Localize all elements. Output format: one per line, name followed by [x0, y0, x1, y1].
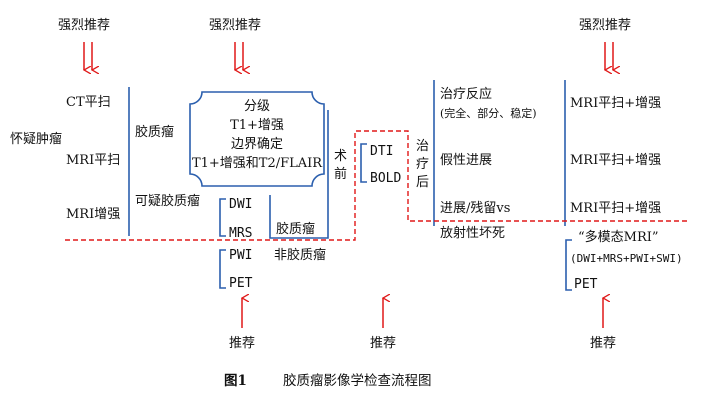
response-detail-label: (完全、部分、稳定) [440, 106, 537, 120]
dwi-label: DWI [229, 197, 252, 212]
strongly-recommended-label-1: 强烈推荐 [58, 18, 110, 33]
box-t1-enhanced: T1+增强 [230, 118, 284, 133]
mri-plain-label: MRI平扫 [66, 153, 120, 168]
radiation-necrosis-label: 放射性坏死 [440, 225, 505, 241]
strongly-recommended-label-2: 强烈推荐 [209, 18, 261, 33]
glioma-outcome-connector [269, 110, 329, 239]
pwi-label: PWI [229, 248, 252, 263]
double-arrow-down-3 [605, 42, 613, 70]
suspected-glioma-label: 可疑胶质瘤 [135, 193, 200, 209]
non-glioma-label: 非胶质瘤 [274, 247, 326, 263]
double-arrow-down-1 [84, 42, 92, 70]
posttx-char-1: 治 [416, 139, 429, 154]
suspected-tumor-label: 怀疑肿瘤 [10, 131, 62, 147]
mri-plain-enhanced-1: MRI平扫+增强 [570, 96, 661, 111]
box-boundary: 边界确定 [231, 137, 283, 152]
caption-title: 胶质瘤影像学检查流程图 [283, 372, 432, 389]
caption-number: 图1 [224, 373, 247, 389]
recommended-label-3: 推荐 [590, 336, 616, 351]
double-arrow-down-2 [235, 42, 243, 70]
grading-box [189, 91, 325, 187]
box-t1-t2-flair: T1+增强和T2/FLAIR [192, 156, 323, 171]
pwi-pet-bracket [219, 249, 226, 289]
ct-plain-label: CT平扫 [66, 95, 111, 110]
preop-char-1: 术 [334, 149, 347, 164]
pseudoprogression-label: 假性进展 [440, 153, 492, 168]
treatment-response-label: 治疗反应 [440, 86, 492, 102]
mri-enhanced-label: MRI增强 [66, 207, 120, 222]
glioma-outcome-label: 胶质瘤 [276, 221, 315, 237]
posttx-char-2: 疗 [416, 157, 429, 172]
dti-label: DTI [370, 144, 393, 159]
dwi-mrs-bracket [219, 198, 226, 237]
progression-label: 进展/残留vs [440, 201, 510, 216]
recommended-label-1: 推荐 [229, 336, 255, 351]
box-grading: 分级 [244, 99, 270, 114]
mri-plain-enhanced-3: MRI平扫+增强 [570, 201, 661, 216]
strongly-recommended-label-3: 强烈推荐 [579, 18, 631, 33]
mri-plain-enhanced-2: MRI平扫+增强 [570, 153, 661, 168]
posttx-char-3: 后 [416, 175, 429, 190]
recommended-label-2: 推荐 [370, 336, 396, 351]
bold-label: BOLD [370, 171, 401, 186]
phase-boundary-dashed [65, 130, 690, 241]
pet-label: PET [229, 276, 253, 291]
multimodal-detail-label: (DWI+MRS+PWI+SWI) [570, 252, 683, 265]
multimodal-mri-label: “多模态MRI” [578, 229, 659, 245]
mrs-label: MRS [229, 226, 252, 241]
pet-right-label: PET [574, 277, 598, 292]
dti-bold-bracket [360, 143, 367, 183]
preop-char-2: 前 [334, 166, 347, 182]
glioma-label: 胶质瘤 [135, 124, 174, 140]
multimodal-bracket [565, 239, 572, 291]
